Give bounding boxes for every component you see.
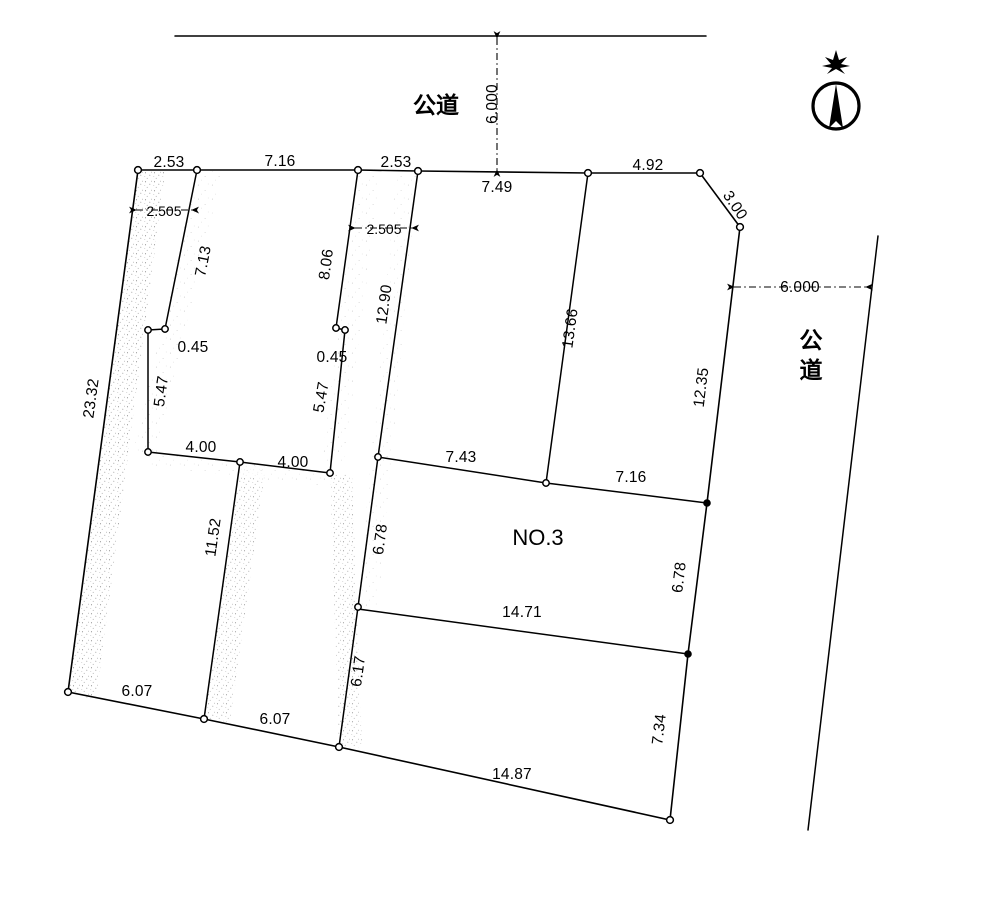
lot-number-label: NO.3 [512,525,563,550]
interior-line-13-66 [545,172,589,484]
interior-line-6-78-mid [357,456,379,608]
dim-interior-4-00-right: 4.00 [278,454,309,471]
dimension-leaders [129,31,873,291]
dim-interior-6-17: 6.17 [348,655,369,688]
right-road-label-char1: 公 [800,328,823,354]
dim-interior-7-43: 7.43 [446,449,477,466]
dim-right-road-width: 6.000 [780,279,820,296]
dim-left-boundary: 23.32 [80,377,102,419]
dim-interior-11-52: 11.52 [202,517,224,558]
dim-right-boundary-lower-a: 6.78 [669,561,690,594]
dim-interior-5-47-right: 5.47 [311,380,333,413]
north-arrow-icon [811,50,861,131]
dim-interior-4-00-left: 4.00 [186,439,217,456]
dim-setback-mid: 2.505 [366,221,401,237]
parcel-outline [67,169,741,821]
dim-interior-8-06: 8.06 [316,248,337,281]
dim-bottom-seg3: 14.87 [492,766,532,783]
dim-interior-7-16: 7.16 [616,469,647,486]
top-road-label: 公道 [413,92,459,119]
survey-nodes [63,165,745,825]
interior-line-12-90 [377,170,419,458]
interior-line-14-71 [357,608,689,655]
right-road-edge [807,235,879,831]
dim-interior-5-47-left: 5.47 [151,375,172,408]
dim-bottom-seg1: 6.07 [122,683,153,700]
dimension-labels: 2.53 7.16 2.53 7.49 4.92 6.000 公道 6.000 … [80,84,822,783]
interior-line-7-13 [164,169,198,330]
dim-interior-0-45-right: 0.45 [317,349,348,366]
dim-interior-14-71: 14.71 [502,604,542,621]
dim-top-seg5: 4.92 [633,157,664,174]
dim-interior-13-66: 13.66 [559,307,581,349]
interior-line-7-16-mid [545,482,708,504]
dim-interior-12-90: 12.90 [373,283,395,325]
right-road-label-char2: 道 [800,357,823,384]
outer-boundary [67,169,741,821]
dim-setback-left: 2.505 [146,203,181,219]
interior-line-7-43 [377,456,547,484]
interior-line-11-52 [203,461,241,720]
dim-top-seg4: 7.49 [482,179,513,196]
dim-right-boundary-lower-b: 7.34 [649,713,670,746]
dim-interior-7-13: 7.13 [192,244,215,278]
interior-line-4-00-left [147,451,241,463]
dim-top-seg2: 7.16 [265,153,296,170]
interior-line-4-00-right [239,461,331,474]
interior-line-5-47-right [329,329,346,474]
road-lines [174,35,879,831]
dim-top-road-width: 6.000 [484,84,501,124]
dim-right-boundary-upper: 12.35 [691,367,713,409]
interior-line-6-17 [338,606,359,748]
dim-interior-0-45-left: 0.45 [178,339,209,356]
interior-line-8-06 [335,169,359,329]
dim-top-seg1: 2.53 [154,154,185,171]
dim-interior-6-78: 6.78 [370,523,391,556]
dim-bottom-seg2: 6.07 [260,711,291,728]
dim-top-seg3: 2.53 [381,154,412,171]
